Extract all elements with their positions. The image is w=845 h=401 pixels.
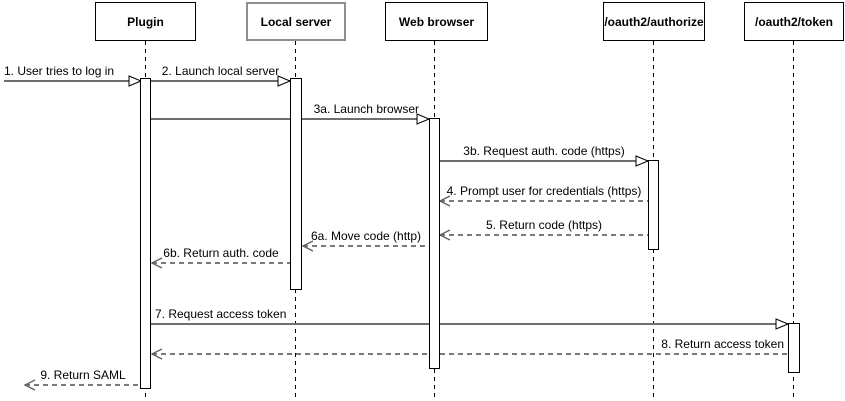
actor-label: /oauth2/token	[754, 14, 833, 29]
message-4-prompt-user-for-credentials: 4. Prompt user for credentials (https)	[439, 184, 648, 207]
message-label: 2. Launch local server	[161, 64, 280, 78]
open-arrowhead-icon	[151, 347, 163, 360]
message-6a-move-code: 6a. Move code (http)	[302, 229, 429, 252]
lifeline-oauth2-token	[793, 41, 794, 400]
message-3b-request-auth-code: 3b. Request auth. code (https)	[440, 144, 649, 167]
solid-arrowhead-icon	[635, 154, 649, 167]
message-line	[151, 80, 290, 82]
activation-bar-oauth2-authorize	[648, 160, 659, 250]
message-8-return-access-token: 8. Return access token	[151, 337, 788, 360]
message-label: 3a. Launch browser	[313, 102, 419, 116]
actor-box-oauth2-authorize: /oauth2/authorize	[603, 2, 705, 41]
activation-bar-oauth2-token	[788, 323, 800, 373]
actor-box-web-browser: Web browser	[385, 2, 488, 41]
message-1-user-tries-to-log-in: 1. User tries to log in	[4, 64, 142, 87]
open-arrowhead-icon	[24, 378, 36, 391]
message-label: 5. Return code (https)	[485, 218, 603, 232]
message-line	[440, 160, 648, 162]
message-9-return-saml: 9. Return SAML	[24, 368, 141, 391]
open-arrowhead-icon	[302, 239, 314, 252]
message-line	[151, 323, 788, 325]
message-line	[440, 234, 648, 236]
message-label: 7. Request access token	[155, 307, 287, 321]
actor-label: Web browser	[398, 14, 475, 29]
message-line	[152, 262, 290, 264]
solid-arrowhead-icon	[416, 112, 430, 125]
message-2-launch-local-server: 2. Launch local server	[151, 64, 291, 87]
activation-bar-local-server	[290, 78, 302, 290]
message-line	[4, 80, 141, 82]
solid-arrowhead-icon	[775, 317, 789, 330]
message-label: 1. User tries to log in	[4, 64, 115, 78]
message-label: 6b. Return auth. code	[163, 246, 279, 260]
message-label: 9. Return SAML	[40, 368, 126, 382]
message-line	[25, 384, 141, 386]
solid-arrowhead-icon	[128, 74, 142, 87]
solid-arrowhead-icon	[277, 74, 291, 87]
message-5-return-code: 5. Return code (https)	[439, 218, 648, 241]
message-label: 6a. Move code (http)	[310, 229, 422, 243]
open-arrowhead-icon	[439, 194, 451, 207]
message-6b-return-auth-code: 6b. Return auth. code	[151, 246, 290, 269]
actor-box-oauth2-token: /oauth2/token	[744, 2, 844, 41]
message-7-request-access-token: 7. Request access token	[151, 307, 789, 330]
message-label: 3b. Request auth. code (https)	[463, 144, 625, 158]
actor-label: Local server	[260, 14, 332, 29]
message-label: 4. Prompt user for credentials (https)	[446, 184, 642, 198]
message-line	[440, 200, 648, 202]
actor-label: Plugin	[127, 14, 164, 29]
open-arrowhead-icon	[151, 256, 163, 269]
message-line	[303, 245, 429, 247]
actor-box-local-server: Local server	[246, 2, 346, 41]
actor-label: /oauth2/authorize	[604, 14, 704, 29]
activation-bar-plugin	[140, 78, 151, 389]
message-label: 8. Return access token	[661, 337, 784, 351]
actor-box-plugin: Plugin	[95, 2, 196, 41]
open-arrowhead-icon	[439, 228, 451, 241]
activation-bar-web-browser	[429, 118, 440, 369]
message-line	[152, 353, 788, 355]
